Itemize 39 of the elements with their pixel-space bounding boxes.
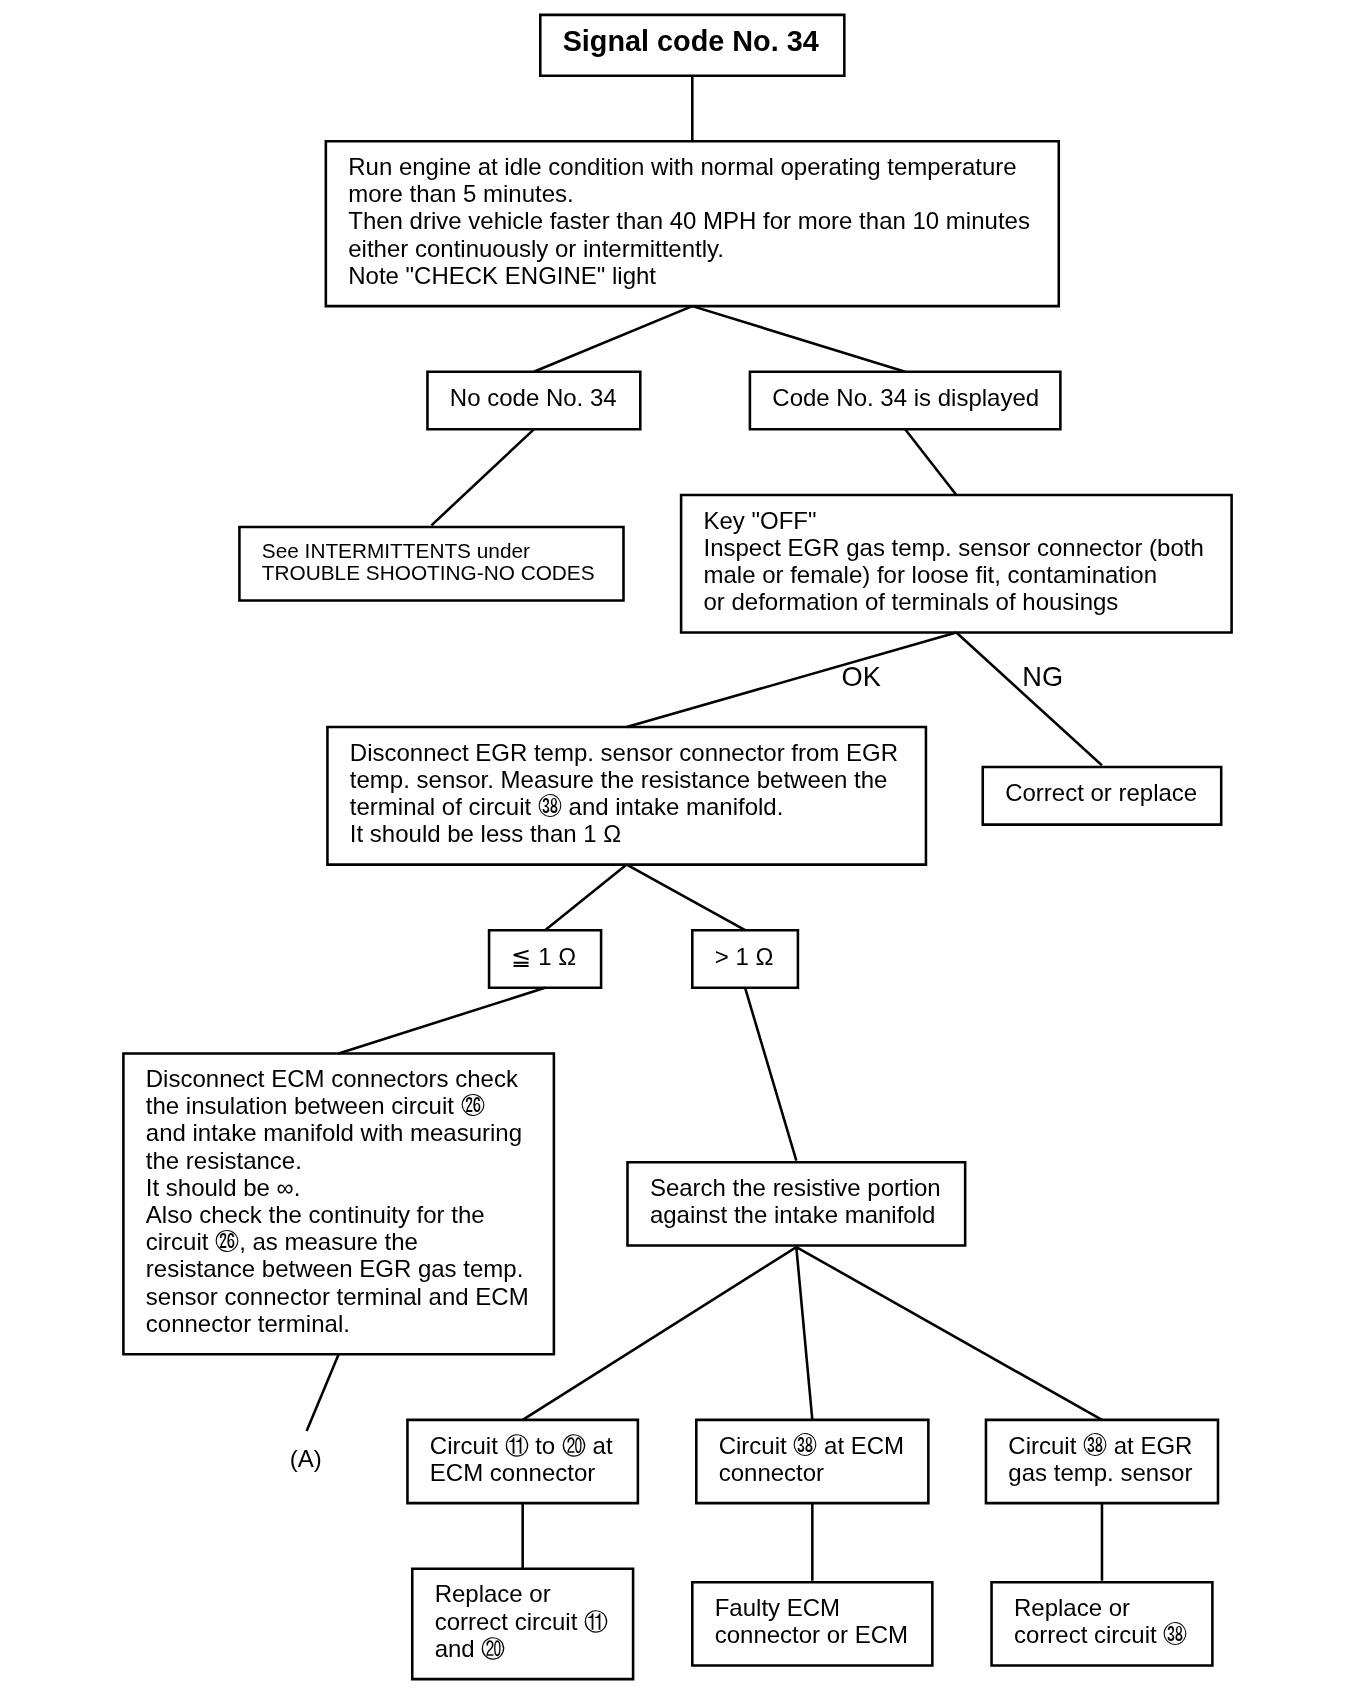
node-box: > 1 Ω xyxy=(690,928,799,990)
connector xyxy=(690,75,694,142)
node-box: Code No. 34 is displayed xyxy=(748,370,1062,431)
node-box: Correct or replace xyxy=(980,765,1222,826)
node-box: Disconnect ECM connectors check the insulation between circuit ㉖ and intake manifold with measuring the resistance. It should be ∞. Also check the continuity for the circuit ㉖, as measure the resistance between EGR gas temp. sensor connector terminal and ECM connector terminal. xyxy=(121,1052,555,1356)
node-box: Run engine at idle condition with normal operating temperature more than 5 minutes. Then drive vehicle faster than 40 MPH for more than 10 minutes either continuously or intermittently. Note "CHECK ENGINE" light xyxy=(324,140,1060,308)
connector xyxy=(532,304,693,373)
node-box: Key "OFF" Inspect EGR gas temp. sensor connector (both male or female) for loose fit, contamination or deformation of terminals of housings xyxy=(679,493,1233,634)
node-box: Circuit ㊳ at ECM connector xyxy=(694,1418,930,1505)
connector xyxy=(543,863,627,932)
connector xyxy=(955,631,1103,767)
node-box: Replace or correct circuit ㊳ xyxy=(989,1581,1214,1667)
node-box: ≦ 1 Ω xyxy=(487,928,602,990)
node-box: Signal code No. 34 xyxy=(538,13,846,77)
node-text: (A) xyxy=(289,1445,322,1473)
connector xyxy=(691,304,905,373)
connector xyxy=(625,631,957,729)
node-box: Faulty ECM connector or ECM xyxy=(690,1581,934,1667)
connector xyxy=(794,1246,814,1420)
connector xyxy=(810,1503,814,1581)
node-box: See INTERMITTENTS under TROUBLE SHOOTING-NO CODES xyxy=(237,525,625,602)
node-box: Search the resistive portion against the intake manifold xyxy=(625,1161,966,1247)
node-box: Circuit ㊳ at EGR gas temp. sensor xyxy=(984,1418,1219,1505)
connector xyxy=(520,1503,524,1569)
connector xyxy=(903,428,957,496)
connector xyxy=(337,986,545,1055)
connector xyxy=(625,863,746,932)
edge-label: OK xyxy=(840,661,881,693)
node-box: No code No. 34 xyxy=(425,370,642,431)
node-box: Replace or correct circuit ⑪ and ⑳ xyxy=(410,1567,634,1681)
connector xyxy=(430,428,535,527)
node-box: Disconnect EGR temp. sensor connector from EGR temp. sensor. Measure the resistance between the terminal of circuit ㊳ and intake manifold. It should be less than 1 Ω xyxy=(325,725,927,866)
connector xyxy=(304,1353,340,1432)
connector xyxy=(1100,1503,1103,1581)
node-box: Circuit ⑪ to ⑳ at ECM connector xyxy=(405,1418,639,1505)
edge-label: NG xyxy=(1021,661,1063,693)
connector xyxy=(521,1246,797,1421)
connector xyxy=(795,1245,1103,1421)
connector xyxy=(743,987,798,1162)
